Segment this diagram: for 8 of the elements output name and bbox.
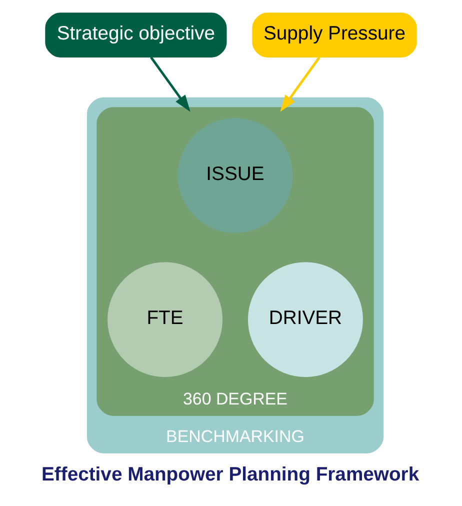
node-box: Strategic objective bbox=[45, 12, 227, 58]
node-box: Supply Pressure bbox=[252, 12, 417, 58]
arrow bbox=[280, 56, 320, 112]
node-circle: FTE bbox=[108, 262, 223, 378]
arrow bbox=[150, 56, 190, 112]
node-circle: ISSUE bbox=[178, 118, 293, 234]
node-circle: DRIVER bbox=[248, 262, 363, 378]
caption: Effective Manpower Planning Framework bbox=[42, 463, 420, 486]
